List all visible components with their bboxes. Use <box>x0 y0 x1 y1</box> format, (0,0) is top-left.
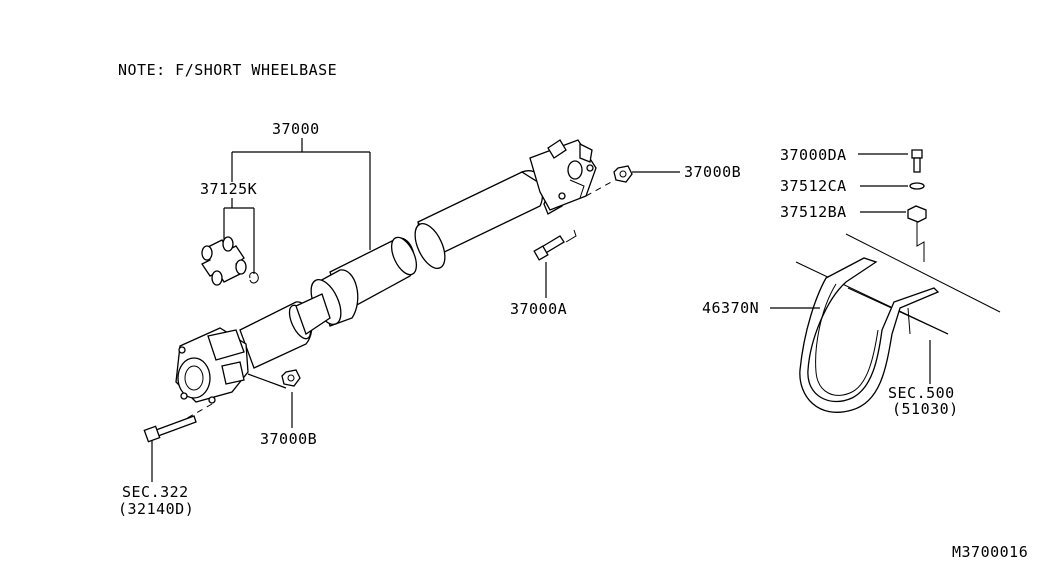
callout-sec500: SEC.500 <box>888 384 955 402</box>
callout-37512ca: 37512CA <box>780 177 847 195</box>
callout-37125k: 37125K <box>200 180 257 198</box>
callout-37000b-rear: 37000B <box>684 163 741 181</box>
callout-37000: 37000 <box>272 120 320 138</box>
diagram-id: M3700016 <box>952 543 1028 561</box>
callout-sec500-ref: (51030) <box>892 400 959 418</box>
callout-37000da: 37000DA <box>780 146 847 164</box>
bolt-sec322 <box>143 415 197 443</box>
nut-front <box>281 369 301 387</box>
callout-37512ba: 37512BA <box>780 203 847 221</box>
rear-yoke <box>529 139 597 211</box>
strap-bracket-drawing <box>795 149 1001 413</box>
callout-46370n: 46370N <box>702 299 759 317</box>
callout-sec322: SEC.322 <box>122 483 189 501</box>
callout-37000a: 37000A <box>510 300 567 318</box>
propeller-shaft-drawing <box>174 139 616 426</box>
callout-37000b-front: 37000B <box>260 430 317 448</box>
nut-rear <box>613 165 633 183</box>
leader-lines <box>151 138 931 482</box>
callout-sec322-ref: (32140D) <box>118 500 194 518</box>
front-yoke <box>175 327 249 404</box>
note-text: NOTE: F/SHORT WHEELBASE <box>118 61 337 79</box>
bolt-center <box>533 229 577 261</box>
universal-joint-kit <box>201 236 259 286</box>
